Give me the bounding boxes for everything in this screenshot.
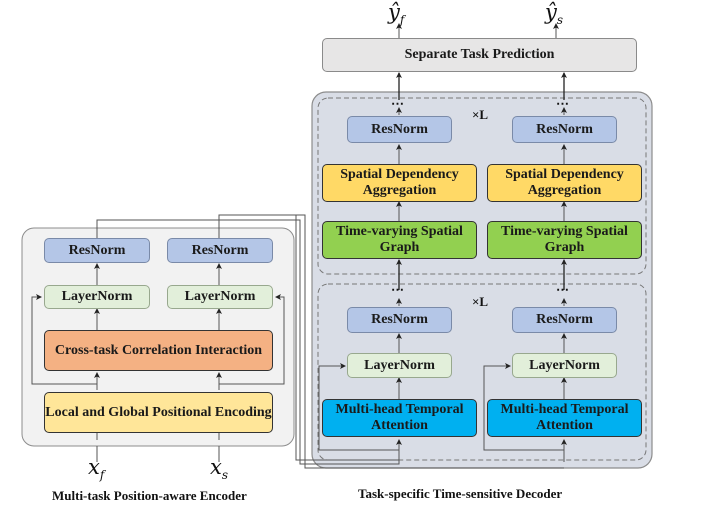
time-varying-spatial-graph-left: Time-varying Spatial Graph: [322, 221, 477, 259]
output-y-f: ŷf: [388, 0, 404, 27]
decoder-title: Task-specific Time-sensitive Decoder: [358, 486, 563, 501]
input-x-s-symbol: x: [210, 455, 222, 479]
multi-head-temporal-attention-left: Multi-head Temporal Attention: [322, 399, 477, 437]
local-global-positional-encoding: Local and Global Positional Encoding: [44, 392, 273, 433]
temporal-layernorm-left: LayerNorm: [347, 353, 452, 378]
temporal-layernorm-right: LayerNorm: [512, 353, 617, 378]
input-x-s: xs: [210, 455, 228, 482]
encoder-resnorm-right: ResNorm: [167, 238, 273, 263]
spatial-dependency-aggregation-right: Spatial Dependency Aggregation: [487, 164, 642, 202]
spatial-dependency-aggregation-left: Spatial Dependency Aggregation: [322, 164, 477, 202]
ellipsis-spatial-right: ⋯: [556, 96, 569, 111]
encoder-resnorm-left: ResNorm: [44, 238, 150, 263]
spatial-resnorm-left: ResNorm: [347, 116, 452, 143]
input-x-s-subscript: s: [221, 468, 229, 483]
repeat-label-spatial: ×L: [472, 107, 489, 122]
ellipsis-temporal-left: ⋯: [391, 282, 404, 297]
temporal-resnorm-left: ResNorm: [347, 307, 452, 333]
cross-task-correlation-interaction: Cross-task Correlation Interaction: [44, 330, 273, 371]
output-y-s-symbol: ŷ: [545, 0, 557, 24]
spatial-block-frame: [317, 97, 647, 275]
output-y-f-subscript: f: [399, 13, 405, 28]
ellipsis-spatial-left: ⋯: [391, 96, 404, 111]
encoder-layernorm-left: LayerNorm: [44, 285, 150, 309]
separate-task-prediction: Separate Task Prediction: [322, 38, 637, 72]
temporal-resnorm-right: ResNorm: [512, 307, 617, 333]
temporal-block-frame: [317, 283, 647, 461]
input-x-f: xf: [88, 455, 104, 482]
input-x-f-symbol: x: [88, 455, 100, 479]
output-y-s: ŷs: [545, 0, 563, 27]
encoder-title: Multi-task Position-aware Encoder: [52, 488, 247, 503]
encoder-layernorm-right: LayerNorm: [167, 285, 273, 309]
ellipsis-temporal-right: ⋯: [556, 282, 569, 297]
input-x-f-subscript: f: [99, 468, 105, 483]
multi-head-temporal-attention-right: Multi-head Temporal Attention: [487, 399, 642, 437]
time-varying-spatial-graph-right: Time-varying Spatial Graph: [487, 221, 642, 259]
spatial-resnorm-right: ResNorm: [512, 116, 617, 143]
repeat-label-temporal: ×L: [472, 294, 489, 309]
output-y-s-subscript: s: [556, 13, 564, 28]
output-y-f-symbol: ŷ: [388, 0, 400, 24]
